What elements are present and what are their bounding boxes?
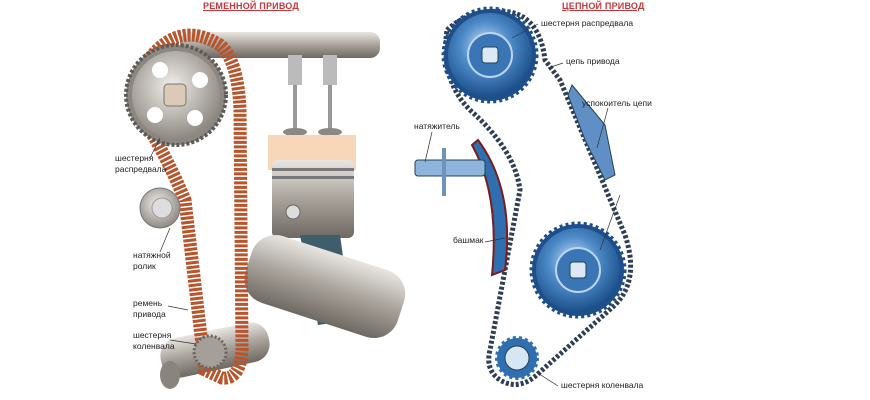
label-drive-chain: цепь привода bbox=[566, 56, 620, 66]
label-crank-sprocket: шестерня коленвала bbox=[561, 380, 644, 390]
intermediate-sprocket bbox=[529, 221, 627, 319]
label-cam-sprocket: шестерня распредвала bbox=[541, 18, 634, 28]
chain-leader-lines bbox=[424, 23, 621, 387]
chain-drive-title: ЦЕПНОЙ ПРИВОД bbox=[562, 1, 645, 11]
label-tension-roller: натяжной ролик bbox=[133, 250, 171, 271]
label-tensioner: натяжитель bbox=[414, 121, 460, 131]
chain-drive-illustration bbox=[414, 6, 634, 387]
label-chain-damper: успокоитель цепи bbox=[582, 98, 652, 108]
valves bbox=[283, 55, 342, 136]
belt-drive-illustration bbox=[124, 28, 406, 389]
cam-gear bbox=[124, 43, 228, 147]
crank-sprocket bbox=[495, 336, 539, 380]
label-crank-gear: шестерня коленвала bbox=[133, 330, 175, 351]
label-shoe: башмак bbox=[453, 235, 484, 245]
belt-drive-title: РЕМЕННОЙ ПРИВОД bbox=[203, 1, 299, 11]
label-drive-belt: ремень привода bbox=[133, 298, 166, 319]
belt-leader-lines bbox=[149, 137, 197, 345]
tension-roller bbox=[139, 187, 181, 229]
drive-chain bbox=[443, 8, 634, 387]
crank-gear bbox=[192, 334, 228, 370]
cam-sprocket bbox=[441, 6, 539, 104]
chain-damper bbox=[567, 84, 616, 181]
label-cam-gear: шестерня распредвала bbox=[115, 153, 167, 174]
tensioner bbox=[414, 148, 486, 196]
piston bbox=[268, 135, 356, 238]
